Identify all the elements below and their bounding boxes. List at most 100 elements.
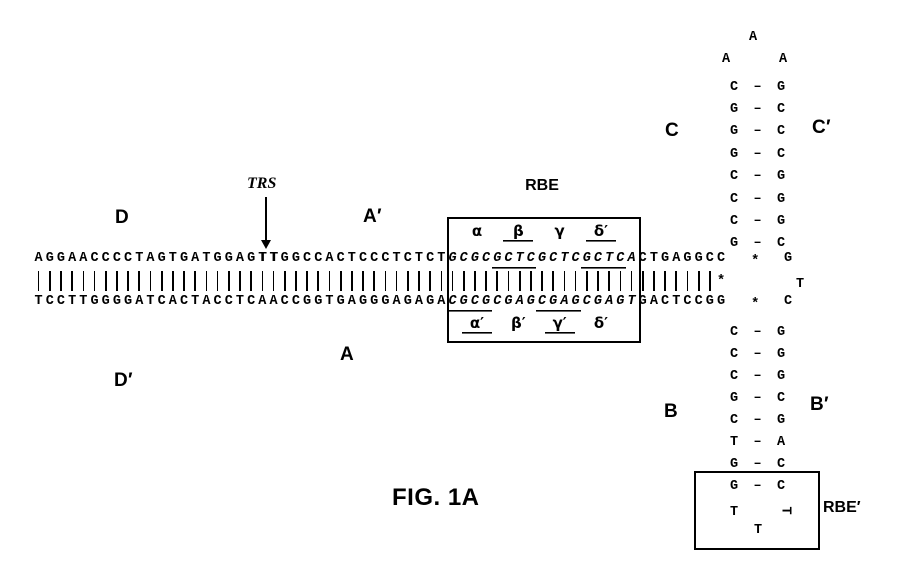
bond-line: [216, 271, 219, 291]
base: C: [112, 251, 121, 266]
base: G: [90, 294, 99, 309]
base: G: [459, 294, 468, 309]
pair-bond-bar: [391, 271, 402, 291]
pair-bond-bar: [178, 271, 189, 291]
base: C: [526, 251, 535, 266]
asterisk-bottom-strand: *: [751, 296, 760, 312]
base: A: [135, 294, 144, 309]
pair-bond-bar: [380, 271, 391, 291]
tip-base-t-right-rotated: T: [777, 506, 793, 515]
base: C: [336, 251, 345, 266]
bond-line: [485, 271, 487, 291]
stem-bond: –: [753, 191, 762, 207]
stem-bond: –: [753, 369, 762, 385]
bond-line: [462, 271, 465, 291]
bond-line: [205, 271, 208, 291]
stem-base-left: G: [729, 124, 739, 140]
pair-bond-bar: [436, 271, 447, 291]
pair-bond-bar: [201, 271, 212, 291]
stem-bond: –: [753, 456, 762, 472]
pair-bond-bar: [167, 271, 178, 291]
base: C: [638, 251, 647, 266]
base: C: [291, 294, 300, 309]
base: T: [392, 251, 401, 266]
pair-bond-bar: [123, 271, 134, 291]
bond-line: [82, 271, 85, 291]
base: G: [213, 251, 222, 266]
base: C: [370, 251, 379, 266]
label-a-prime-region: A′: [363, 206, 382, 227]
base: G: [549, 294, 558, 309]
base: C: [705, 251, 714, 266]
base: A: [672, 251, 681, 266]
bond-line: [104, 271, 107, 291]
pair-bond-bar: [223, 271, 234, 291]
base: G: [358, 294, 368, 309]
stem-base-left: C: [729, 191, 739, 207]
base: G: [157, 251, 166, 266]
label-b-region: B: [664, 401, 679, 422]
base: G: [370, 294, 379, 309]
bond-line: [597, 271, 599, 291]
base: T: [135, 251, 144, 266]
base: C: [661, 294, 670, 309]
base: G: [280, 251, 289, 266]
base: T: [347, 251, 356, 266]
base: T: [202, 251, 211, 266]
greek-element-label: γ′: [545, 314, 575, 332]
base: G: [381, 294, 390, 309]
base: A: [258, 294, 267, 309]
pair-bond-bar: [648, 271, 659, 291]
base: C: [683, 294, 692, 309]
bond-line: [541, 271, 543, 291]
base: G: [593, 294, 603, 309]
stem-base-left: C: [729, 325, 739, 341]
base: A: [325, 251, 334, 266]
bond-line: [406, 271, 409, 291]
base: A: [392, 294, 401, 309]
bond-line: [451, 271, 454, 291]
stem-base-left: C: [729, 169, 739, 185]
stem-base-right: G: [776, 169, 786, 185]
base: T: [560, 251, 569, 266]
base: T: [325, 294, 334, 309]
base: A: [168, 294, 177, 309]
base: C: [571, 251, 580, 266]
base: C: [694, 294, 703, 309]
stem-bond: –: [753, 79, 762, 95]
pair-bond-bar: [268, 271, 279, 291]
bond-line: [272, 271, 275, 291]
base: A: [191, 251, 200, 266]
stem-bond: –: [753, 146, 762, 162]
bond-line: [429, 271, 431, 291]
label-rbe: RBE: [525, 177, 559, 194]
stem-base-left: C: [729, 347, 739, 363]
stem-bond: –: [753, 434, 762, 450]
bond-line: [474, 271, 476, 291]
bond-line: [697, 271, 700, 291]
bond-line: [48, 271, 51, 291]
label-a-region: A: [340, 344, 355, 365]
label-c-region: C: [665, 120, 680, 141]
stem-base-right: G: [776, 191, 786, 207]
bond-line: [138, 271, 141, 291]
apex-base-right: A: [779, 52, 788, 67]
base: C: [482, 251, 491, 266]
bond-line: [183, 271, 185, 291]
bond-line: [339, 271, 342, 291]
base: C: [504, 251, 513, 266]
base: G: [403, 294, 412, 309]
base: C: [56, 294, 66, 309]
bond-line: [227, 271, 230, 291]
base: C: [303, 251, 312, 266]
base: C: [124, 251, 133, 266]
rbe-prime-box: [694, 471, 820, 550]
bond-line: [709, 271, 711, 291]
base: C: [426, 251, 435, 266]
apex-base-left: A: [722, 52, 731, 67]
greek-element-label: β′: [510, 314, 526, 332]
base: G: [448, 251, 457, 266]
pair-bond-bar: [346, 271, 357, 291]
pair-bond-bar: [324, 271, 335, 291]
